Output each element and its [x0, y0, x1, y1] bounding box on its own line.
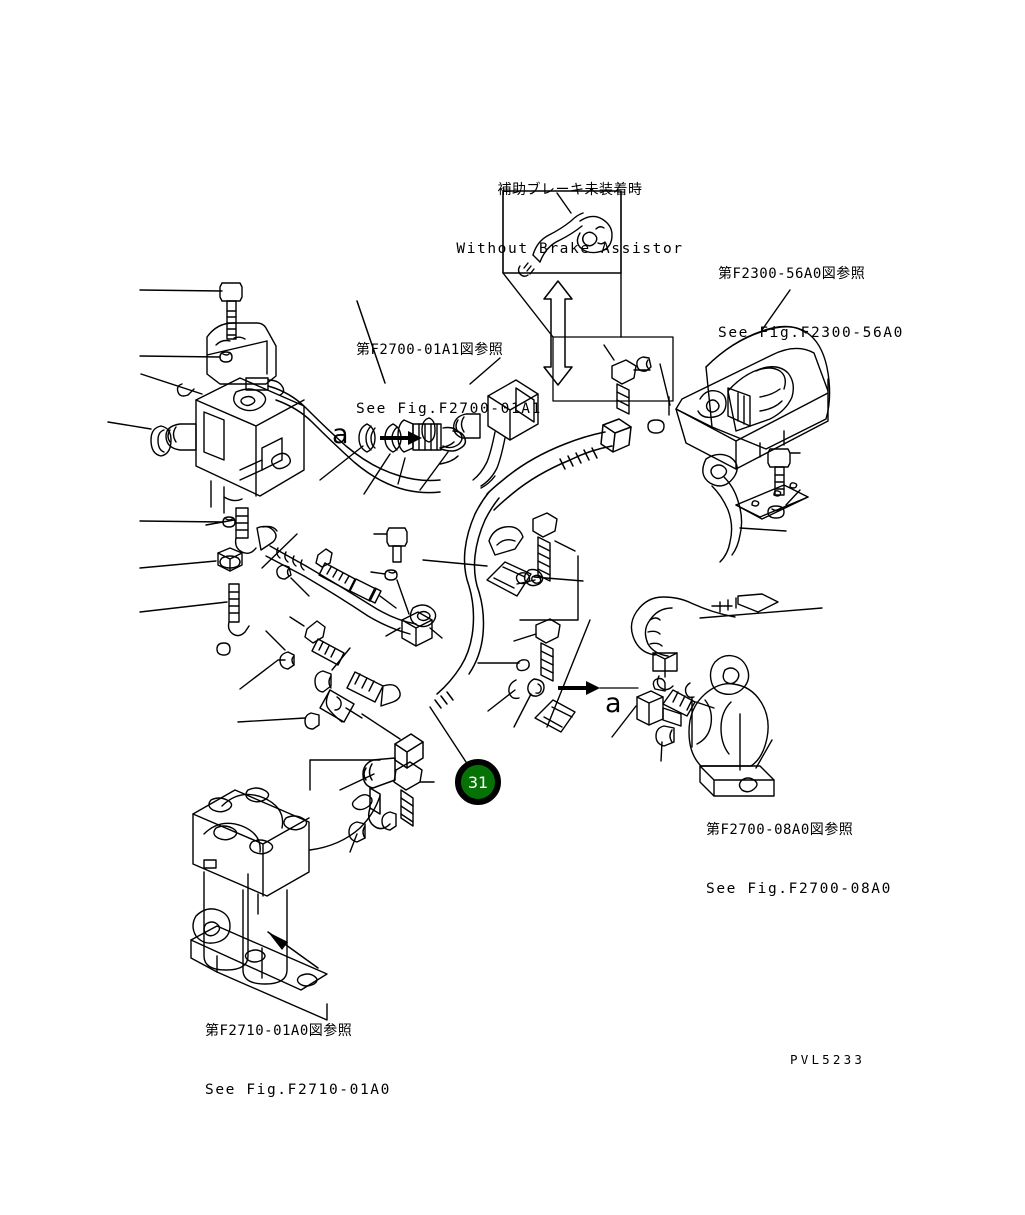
- filter-outlet-lines: [309, 759, 381, 851]
- hydraulic-hose-31: [362, 418, 632, 830]
- section-arrow-lower: [558, 681, 600, 695]
- callout-31[interactable]: 31: [455, 759, 501, 805]
- right-curved-hose: [630, 593, 823, 691]
- inset-box-without-brake-assistor: [502, 190, 622, 277]
- hydraulic-pump-assembly: [107, 373, 305, 514]
- reference-f2700-08a0[interactable]: 第F2700-08A0図参照 See Fig.F2700-08A0: [706, 782, 892, 938]
- pump-side-hardware: [276, 548, 397, 609]
- hose-fittings-center-left: [319, 419, 463, 495]
- valve-block-upper-left: [176, 322, 285, 397]
- valve-cover-assembly: [675, 325, 831, 470]
- pump-lower-hardware: [139, 516, 250, 656]
- main-suction-hose: [267, 300, 467, 494]
- valve-cover-leader: [761, 289, 791, 331]
- inset-title-en: Without Brake Assistor: [456, 240, 684, 257]
- double-headed-arrow: [543, 280, 573, 386]
- clamp-bracket-lower-right: [684, 654, 775, 797]
- callout-31-leader: [429, 706, 467, 763]
- reference-f2700-01a1-jp: 第F2700-01A1図参照: [356, 342, 504, 358]
- center-hardware-small: [421, 417, 436, 443]
- reference-f2710-01a0-en: See Fig.F2710-01A0: [205, 1081, 391, 1098]
- reference-f2300-56a0-en: See Fig.F2300-56A0: [718, 324, 904, 341]
- mounting-bracket-center: [452, 357, 539, 489]
- reference-f2710-01a0[interactable]: 第F2710-01A0図参照 See Fig.F2710-01A0: [205, 983, 391, 1139]
- section-mark-a-lower: a: [605, 688, 622, 719]
- section-mark-a-upper: a: [332, 419, 349, 450]
- figure-code: PVL5233: [790, 1052, 866, 1067]
- right-hardware-cluster: [603, 344, 671, 434]
- left-lower-hardware: [237, 616, 401, 740]
- reference-f2700-01a1-en: See Fig.F2700-01A1: [356, 400, 542, 417]
- reference-f2700-08a0-en: See Fig.F2700-08A0: [706, 880, 892, 897]
- filter-top-hardware: [348, 761, 435, 853]
- reference-f2700-01a1[interactable]: 第F2700-01A1図参照 See Fig.F2700-01A1: [356, 302, 542, 458]
- reference-f2300-56a0-jp: 第F2300-56A0図参照: [718, 266, 866, 282]
- inset-title: 補助ブレーキ未装着時 Without Brake Assistor: [452, 142, 688, 298]
- lower-center-hardware: [477, 618, 591, 733]
- right-tee-fitting: [611, 677, 715, 762]
- alt-part-region-box: [552, 336, 674, 402]
- oil-filter-assembly: [190, 787, 328, 1021]
- right-tube-and-bracket: [702, 448, 809, 563]
- center-lower-branch: [422, 512, 584, 621]
- inset-leader-left: [502, 272, 554, 338]
- leader-bolt-top: [139, 289, 223, 292]
- left-hose-assembly: [205, 507, 443, 647]
- callout-31-number: 31: [467, 772, 489, 792]
- reference-f2300-56a0[interactable]: 第F2300-56A0図参照 See Fig.F2300-56A0: [718, 226, 904, 382]
- inset-title-jp: 補助ブレーキ未装着時: [497, 182, 643, 198]
- reference-f2700-08a0-jp: 第F2700-08A0図参照: [706, 822, 854, 838]
- reference-f2710-01a0-jp: 第F2710-01A0図参照: [205, 1023, 353, 1039]
